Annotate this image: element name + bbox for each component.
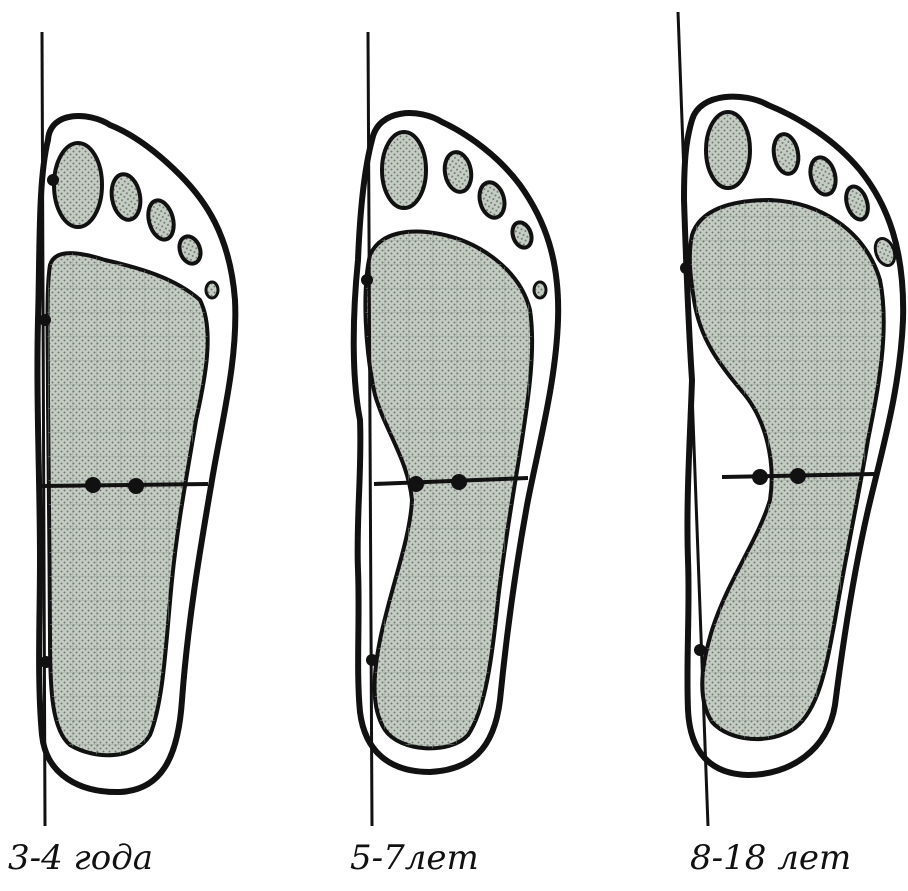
measure-point [85, 477, 101, 493]
contact-point [680, 262, 692, 274]
measure-point [408, 476, 424, 492]
caption-age-3-4: 3-4 года [8, 838, 153, 878]
measurement-line [42, 484, 208, 486]
caption-age-5-7: 5-7лет [350, 838, 479, 878]
big-toe [706, 112, 750, 188]
toe-5 [206, 282, 218, 298]
contact-point [40, 656, 52, 668]
measure-point [451, 474, 467, 490]
big-toe [382, 132, 426, 208]
footprint-age-3-4 [37, 32, 235, 826]
measure-point [752, 469, 768, 485]
contact-point [366, 654, 378, 666]
contact-point [361, 274, 373, 286]
footprint-age-5-7 [354, 32, 558, 826]
measure-point [790, 468, 806, 484]
contact-point [47, 174, 59, 186]
big-toe [54, 143, 102, 227]
footprint-age-8-18 [678, 12, 903, 826]
caption-age-8-18: 8-18 лет [690, 838, 851, 878]
measure-point [128, 478, 144, 494]
toe-5 [534, 282, 546, 298]
contact-point [39, 314, 51, 326]
contact-point [694, 644, 706, 656]
